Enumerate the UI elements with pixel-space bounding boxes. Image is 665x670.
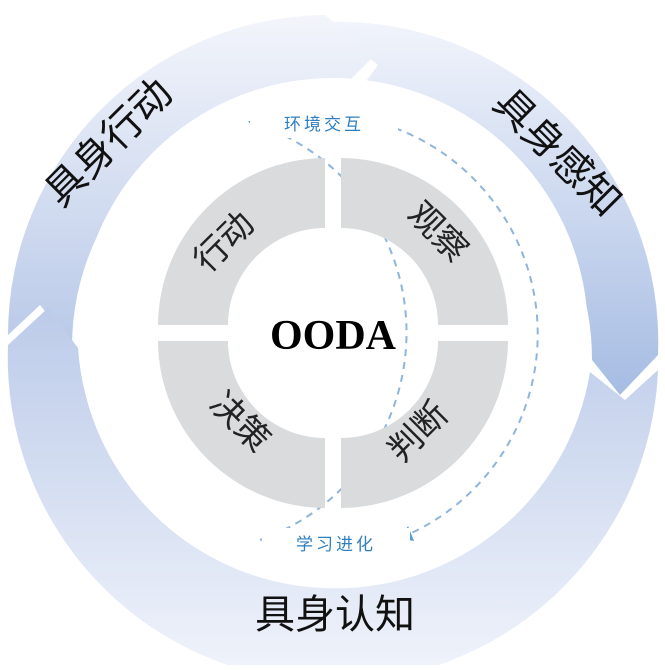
quadrant-bottom-left [158,341,325,508]
outer-segment-left [7,15,375,345]
center-label: OODA [270,313,397,359]
quadrant-top-left [158,158,325,325]
dashed-cycle-arc-right [394,127,539,541]
outer-label-embodied-cognition: 具身认知 [255,592,415,638]
dashed-cycle-arc-left [248,117,408,541]
ooda-quadrants [158,158,508,508]
top-label-bg [250,108,398,138]
middle-label-bottom: 学习进化 [296,535,376,555]
quadrant-top-right [341,158,508,325]
outer-segment-right [325,21,659,395]
quadrant-bottom-right [341,341,508,508]
inner-disc [78,78,588,588]
middle-label-top: 环境交互 [284,115,364,135]
bottom-label-bg [262,528,410,558]
outer-segment-bottom [7,308,658,670]
